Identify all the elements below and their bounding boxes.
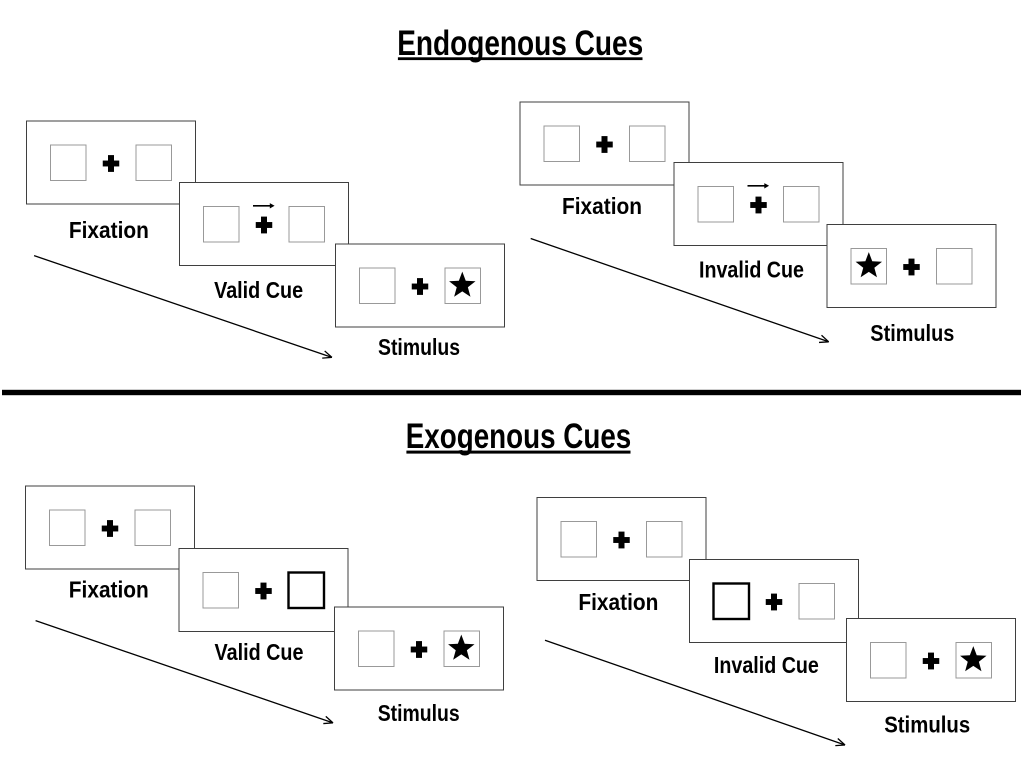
- svg-text:Fixation: Fixation: [69, 577, 149, 603]
- svg-text:Valid Cue: Valid Cue: [215, 639, 304, 665]
- svg-text:Invalid Cue: Invalid Cue: [699, 256, 804, 282]
- svg-text:Stimulus: Stimulus: [378, 334, 460, 360]
- svg-text:Stimulus: Stimulus: [884, 712, 970, 738]
- svg-text:Fixation: Fixation: [69, 217, 149, 243]
- svg-text:Valid Cue: Valid Cue: [214, 277, 303, 303]
- svg-text:Fixation: Fixation: [562, 193, 642, 219]
- svg-text:Stimulus: Stimulus: [378, 700, 460, 726]
- svg-text:Fixation: Fixation: [578, 589, 658, 615]
- svg-text:Endogenous Cues: Endogenous Cues: [397, 24, 643, 63]
- svg-text:Invalid Cue: Invalid Cue: [714, 652, 819, 678]
- svg-text:Stimulus: Stimulus: [870, 320, 954, 346]
- svg-text:Exogenous Cues: Exogenous Cues: [406, 417, 632, 456]
